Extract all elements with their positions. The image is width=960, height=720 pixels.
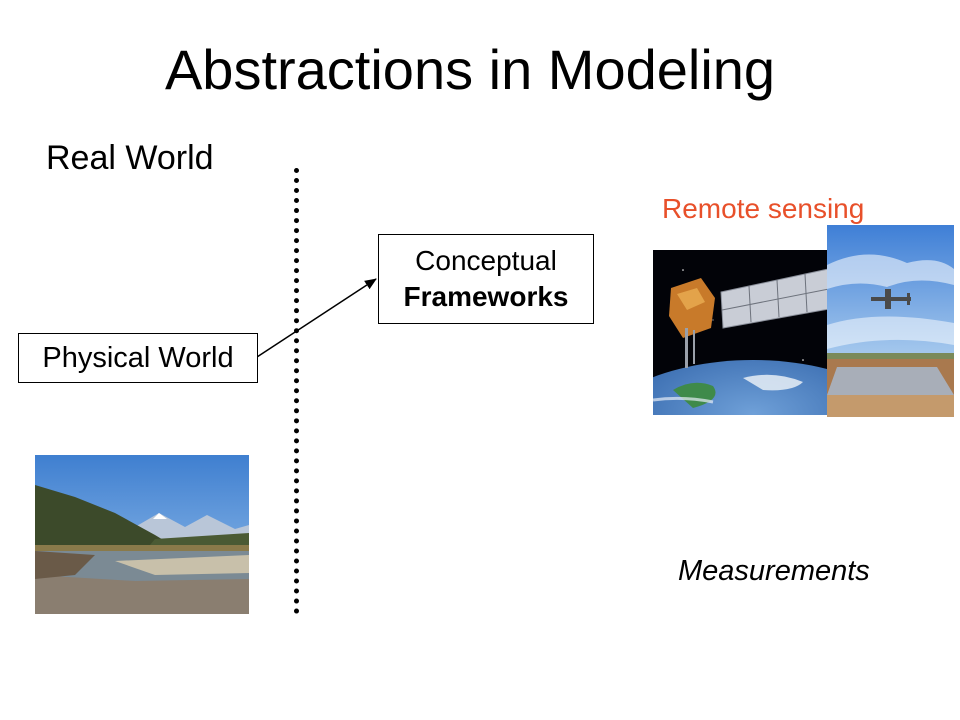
dotted-divider bbox=[294, 168, 299, 614]
conceptual-label: Conceptual bbox=[415, 245, 557, 276]
landscape-photo bbox=[35, 455, 249, 614]
physical-world-label: Physical World bbox=[42, 342, 234, 374]
physical-world-box: Physical World bbox=[18, 333, 258, 383]
measurements-label: Measurements bbox=[678, 555, 870, 587]
aircraft-photo bbox=[827, 225, 954, 417]
remote-sensing-label: Remote sensing bbox=[662, 193, 865, 224]
conceptual-frameworks-box: Conceptual Frameworks bbox=[378, 234, 594, 324]
real-world-label: Real World bbox=[46, 139, 214, 177]
slide-title: Abstractions in Modeling bbox=[164, 38, 776, 101]
satellite-photo bbox=[653, 250, 837, 415]
frameworks-label: Frameworks bbox=[403, 281, 569, 312]
